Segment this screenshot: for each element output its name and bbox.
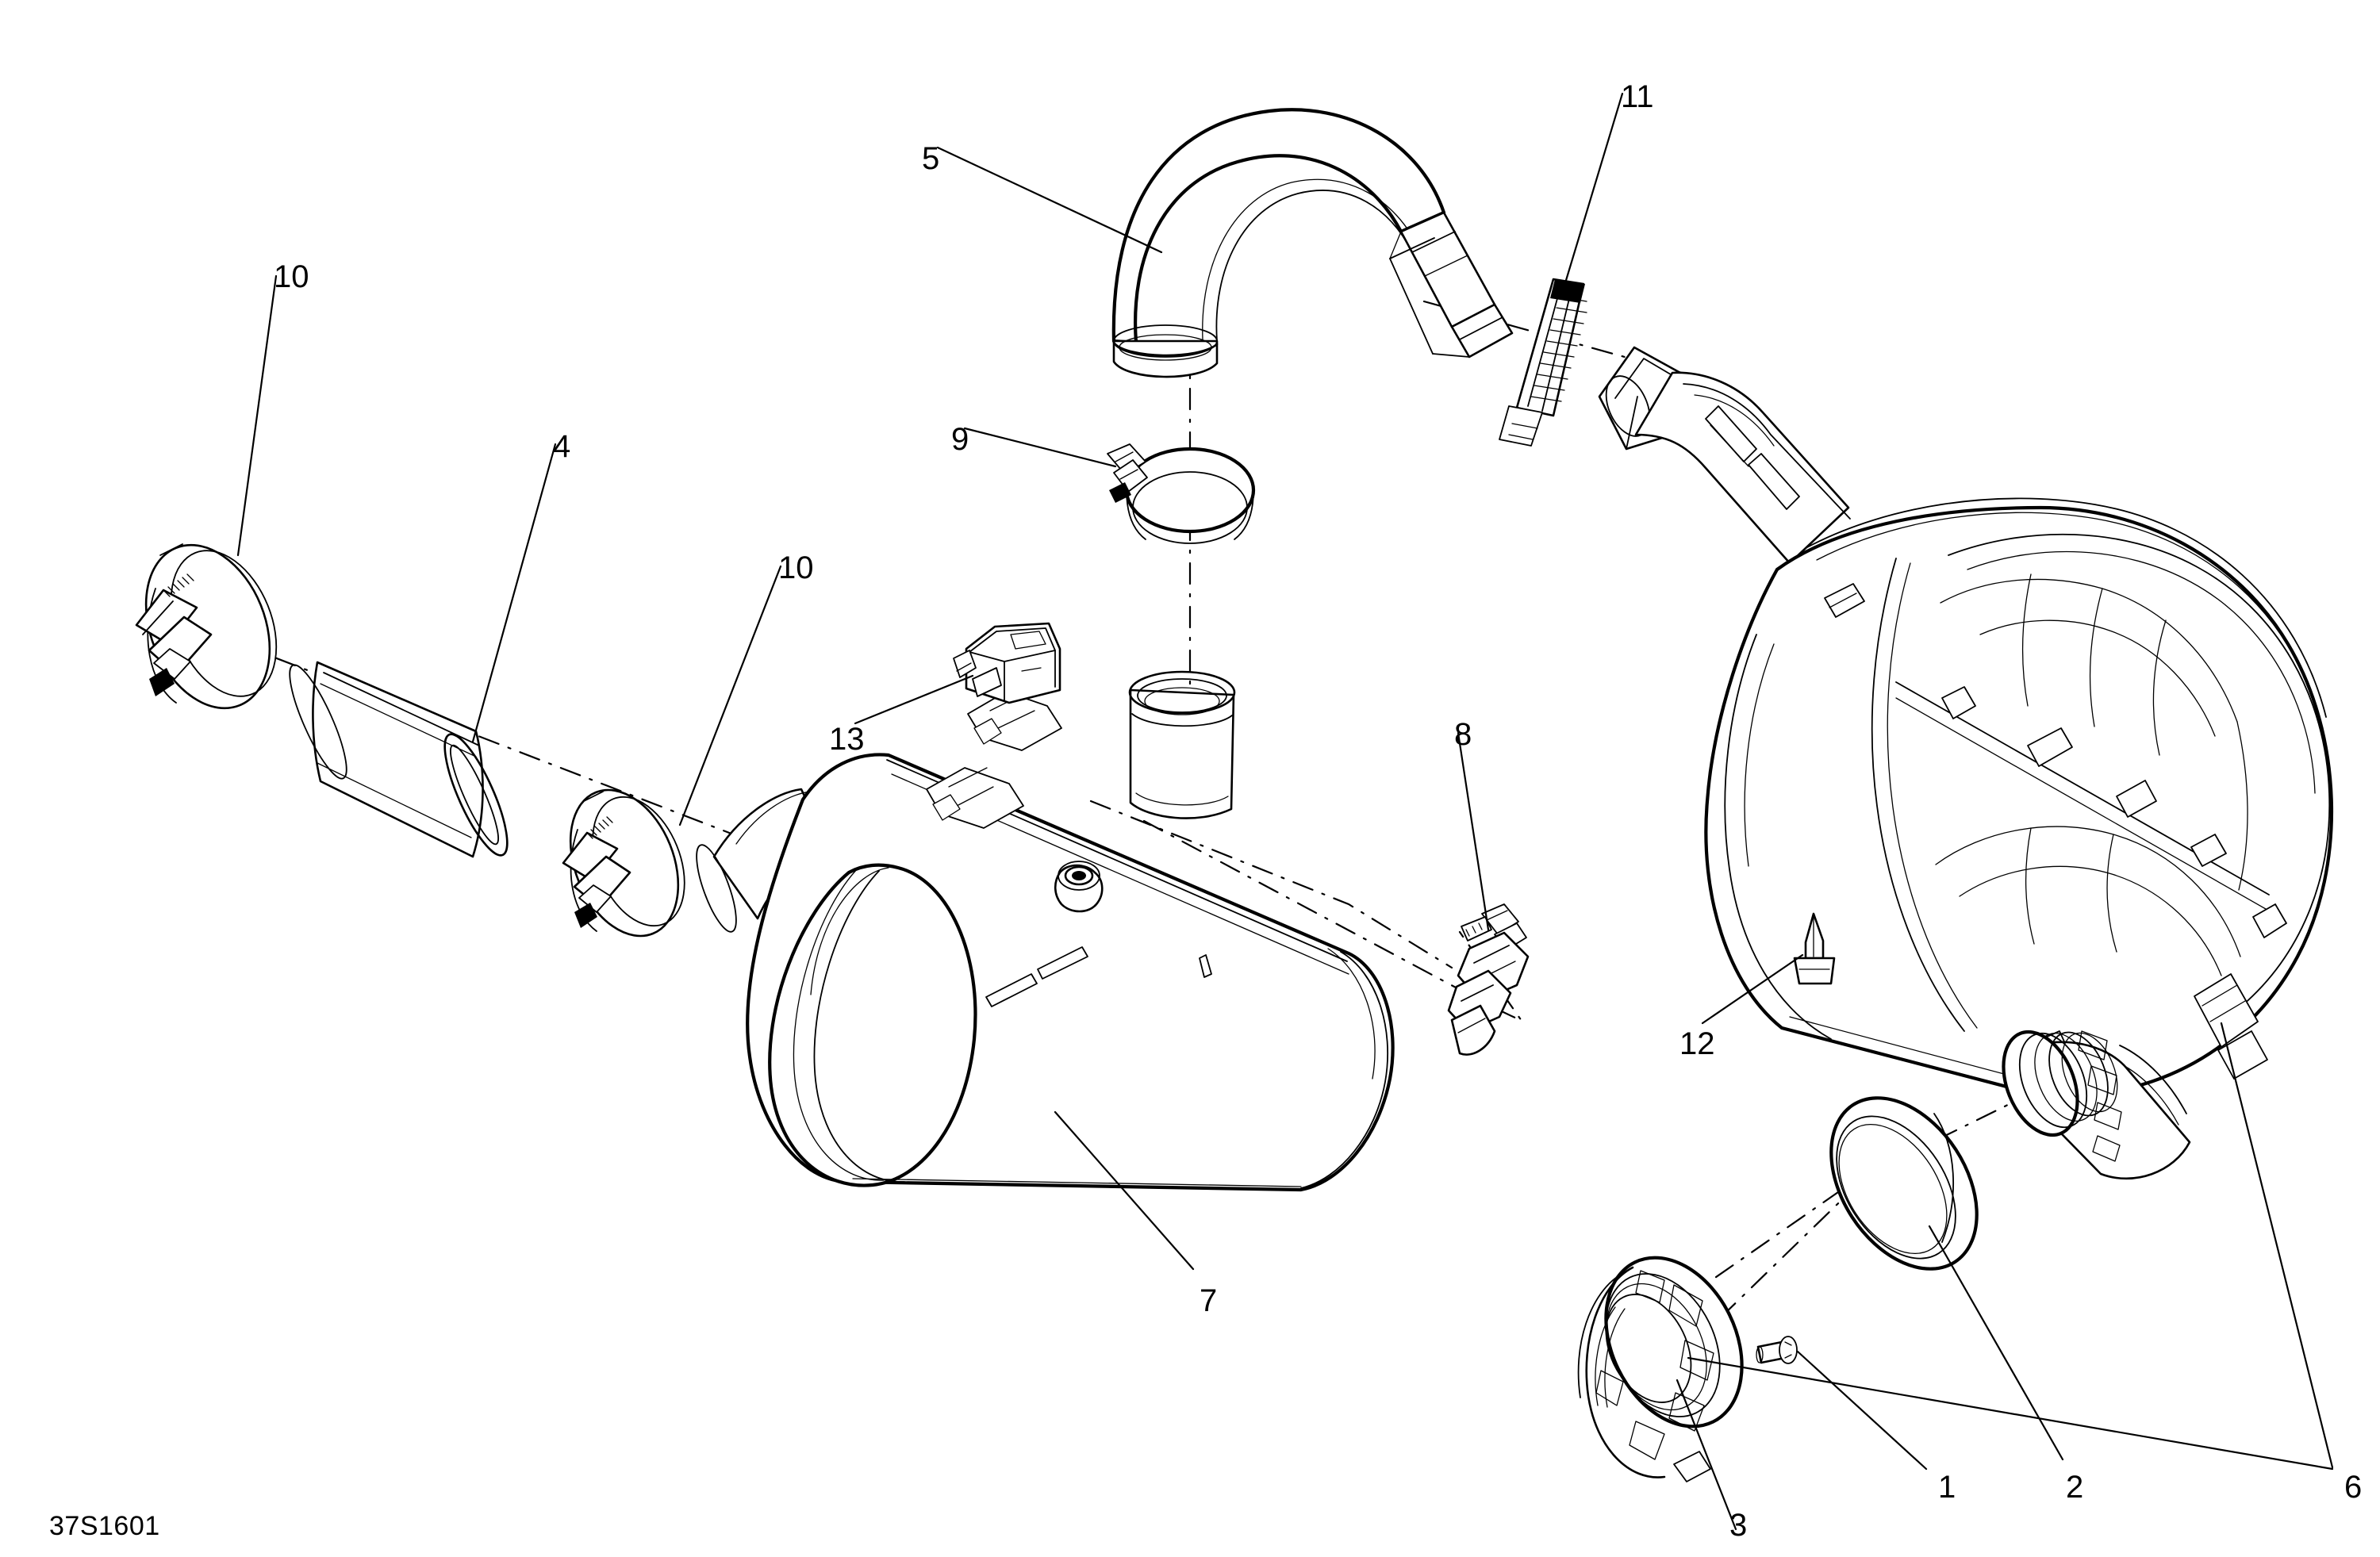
silencer-sensor-boss — [1054, 861, 1104, 913]
leader-3 — [1676, 1379, 1737, 1531]
part-o-ring-gasket — [1829, 1096, 1979, 1271]
part-hose-clamp-mid — [562, 788, 685, 938]
leader-6-a — [2220, 1022, 2334, 1469]
silencer-mount-tab-front — [926, 767, 1024, 829]
leader-13 — [854, 674, 974, 725]
leader-5 — [936, 146, 1163, 254]
callout-3: 3 — [1729, 1508, 1748, 1543]
part-push-rivet-clip — [1793, 912, 1836, 985]
callout-11: 11 — [1621, 79, 1654, 114]
airbox-lower-bracket — [2194, 973, 2268, 1080]
part-elbow-intake-hose — [1111, 108, 1514, 378]
leader-10-mid — [678, 565, 782, 826]
callout-10-left: 10 — [274, 259, 309, 294]
part-retaining-ring-nut — [1577, 1256, 1744, 1482]
drawing-code: 37S1601 — [49, 1511, 160, 1541]
leader-12 — [1701, 953, 1804, 1025]
part-hose-clamp-upper — [1499, 278, 1587, 447]
part-air-box — [1598, 346, 2334, 1180]
leader-lines — [236, 92, 2334, 1531]
leader-2 — [1928, 1225, 2064, 1461]
leader-7 — [1054, 1110, 1195, 1271]
callout-7: 7 — [1200, 1283, 1218, 1318]
part-intake-silencer — [696, 670, 1395, 1192]
silencer-vent-slots — [985, 946, 1212, 1007]
callout-1: 1 — [1938, 1470, 1956, 1505]
part-hose-clamp-left — [135, 543, 278, 710]
leader-4 — [471, 443, 557, 743]
part-hose-clamp-ring — [1107, 443, 1256, 544]
part-electrical-connector — [953, 622, 1061, 704]
callout-4: 4 — [553, 429, 571, 464]
leader-6-b — [1687, 1356, 2334, 1471]
leader-9 — [963, 427, 1117, 468]
callout-8: 8 — [1454, 717, 1472, 752]
part-rivet-pin — [1756, 1336, 1798, 1364]
part-temperature-sensor — [1447, 903, 1530, 1056]
callout-10-mid: 10 — [778, 550, 814, 585]
callout-12: 12 — [1679, 1026, 1715, 1061]
leader-11 — [1563, 92, 1624, 287]
part-rubber-sleeve — [289, 661, 509, 858]
airbox-outlet-neck — [2002, 1030, 2191, 1180]
callout-9: 9 — [951, 422, 969, 457]
leader-10-left — [236, 274, 278, 557]
callout-6: 6 — [2344, 1470, 2363, 1505]
callout-2: 2 — [2066, 1470, 2084, 1505]
leader-8 — [1457, 731, 1490, 931]
leader-1 — [1796, 1350, 1928, 1471]
callout-5: 5 — [922, 141, 940, 176]
callout-13: 13 — [829, 722, 865, 757]
